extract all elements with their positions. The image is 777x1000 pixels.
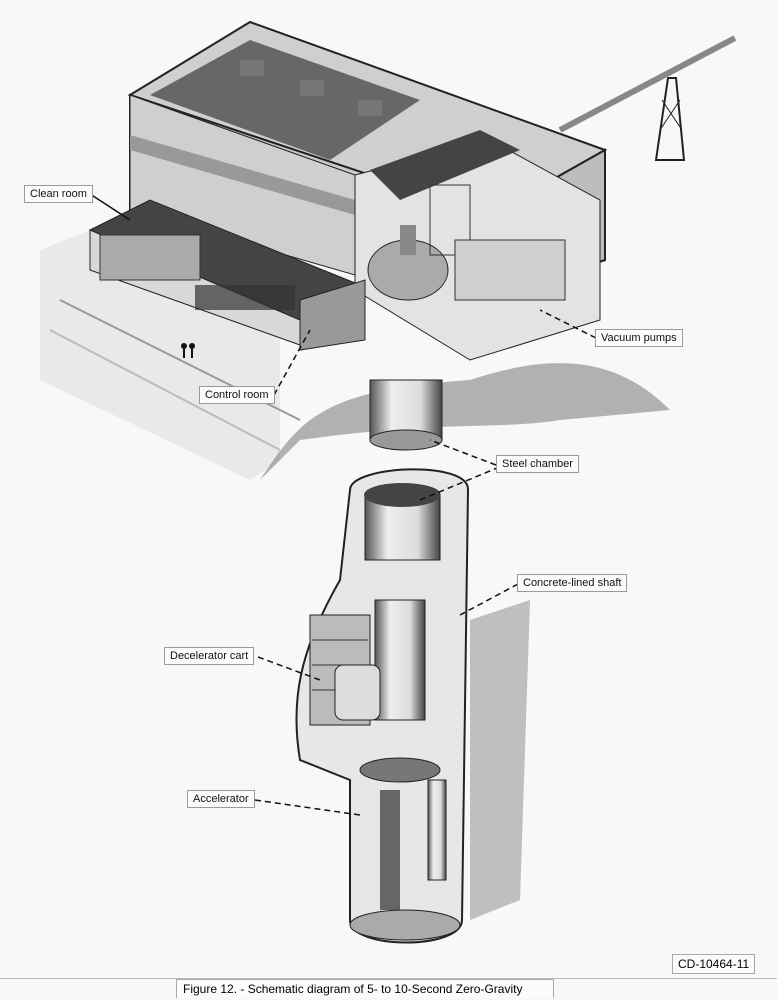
pipeline-tower xyxy=(558,35,737,161)
shaft xyxy=(295,468,530,944)
divider xyxy=(0,978,777,979)
figure-caption: Figure 12. - Schematic diagram of 5- to … xyxy=(176,979,554,998)
label-control-room: Control room xyxy=(199,386,275,404)
label-decelerator-cart: Decelerator cart xyxy=(164,647,255,665)
leader-lines xyxy=(89,193,597,816)
label-vacuum-pumps: Vacuum pumps xyxy=(595,329,683,347)
steel-chamber-top xyxy=(369,379,443,451)
figure-code: CD-10464-11 xyxy=(672,954,756,974)
label-steel-chamber: Steel chamber xyxy=(496,455,579,473)
building xyxy=(88,20,608,361)
label-concrete-lined-shaft: Concrete-lined shaft xyxy=(517,574,628,592)
label-accelerator: Accelerator xyxy=(187,790,255,808)
label-clean-room: Clean room xyxy=(24,185,93,203)
